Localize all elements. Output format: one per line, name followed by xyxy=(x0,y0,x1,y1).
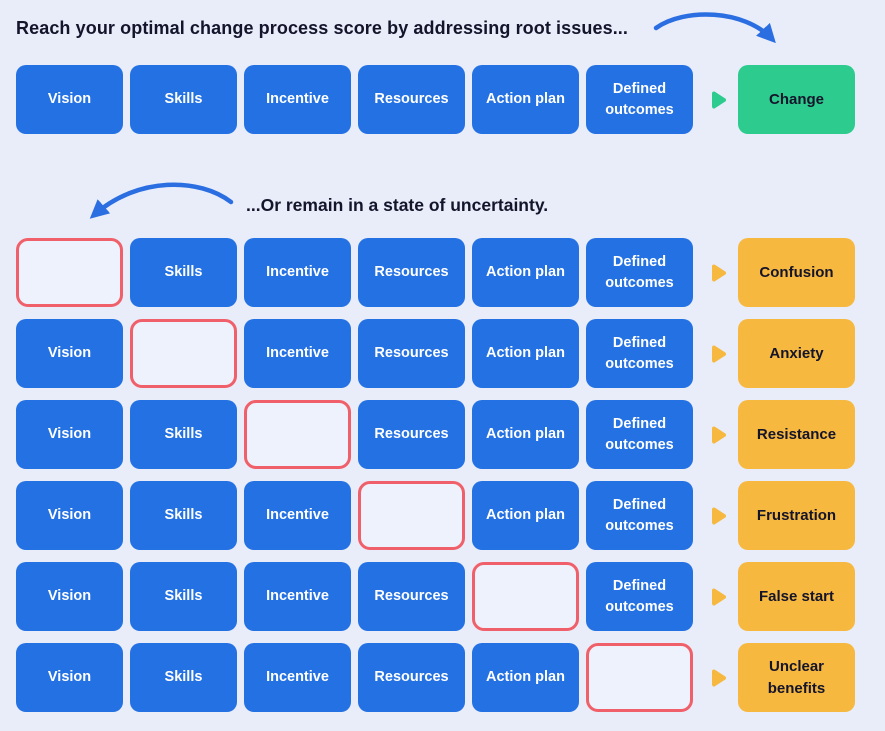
component-box-action-plan: Action plan xyxy=(472,319,579,388)
component-box-incentive: Incentive xyxy=(244,319,351,388)
component-box-defined-outcomes: Defined outcomes xyxy=(586,562,693,631)
component-box-defined-outcomes: Defined outcomes xyxy=(586,238,693,307)
component-box-resources: Resources xyxy=(358,562,465,631)
component-box-defined-outcomes: Defined outcomes xyxy=(586,481,693,550)
component-box-incentive: Incentive xyxy=(244,238,351,307)
missing-component-box xyxy=(472,562,579,631)
component-box-vision: Vision xyxy=(16,319,123,388)
component-box-action-plan: Action plan xyxy=(472,643,579,712)
component-box-defined-outcomes: Defined outcomes xyxy=(586,319,693,388)
component-box-defined-outcomes: Defined outcomes xyxy=(586,65,693,134)
component-box-action-plan: Action plan xyxy=(472,481,579,550)
component-box-resources: Resources xyxy=(358,65,465,134)
outcome-box-resistance: Resistance xyxy=(738,400,855,469)
outcome-box-false-start: False start xyxy=(738,562,855,631)
component-box-incentive: Incentive xyxy=(244,481,351,550)
curved-arrow-down-right-icon xyxy=(653,12,776,44)
missing-component-box xyxy=(130,319,237,388)
outcome-box-change: Change xyxy=(738,65,855,134)
chevron-right-icon xyxy=(700,65,738,134)
chevron-right-icon xyxy=(700,400,738,469)
outcome-box-unclear-benefits: Unclear benefits xyxy=(738,643,855,712)
component-box-vision: Vision xyxy=(16,65,123,134)
component-box-vision: Vision xyxy=(16,643,123,712)
component-box-incentive: Incentive xyxy=(244,643,351,712)
missing-component-box xyxy=(16,238,123,307)
component-box-resources: Resources xyxy=(358,643,465,712)
component-box-incentive: Incentive xyxy=(244,562,351,631)
component-box-skills: Skills xyxy=(130,643,237,712)
outcome-box-confusion: Confusion xyxy=(738,238,855,307)
chevron-right-icon xyxy=(700,319,738,388)
outcome-box-frustration: Frustration xyxy=(738,481,855,550)
component-box-resources: Resources xyxy=(358,319,465,388)
component-box-vision: Vision xyxy=(16,562,123,631)
success-title: Reach your optimal change process score … xyxy=(16,18,628,38)
component-box-skills: Skills xyxy=(130,238,237,307)
failure-title: ...Or remain in a state of uncertainty. xyxy=(246,195,549,215)
component-box-defined-outcomes: Defined outcomes xyxy=(586,400,693,469)
missing-component-box xyxy=(358,481,465,550)
missing-component-box xyxy=(244,400,351,469)
curved-arrow-down-left-icon xyxy=(89,182,234,219)
component-box-skills: Skills xyxy=(130,65,237,134)
component-box-skills: Skills xyxy=(130,562,237,631)
missing-component-box xyxy=(586,643,693,712)
component-box-resources: Resources xyxy=(358,238,465,307)
component-box-vision: Vision xyxy=(16,400,123,469)
component-box-incentive: Incentive xyxy=(244,65,351,134)
component-box-action-plan: Action plan xyxy=(472,238,579,307)
component-box-skills: Skills xyxy=(130,481,237,550)
chevron-right-icon xyxy=(700,562,738,631)
component-box-skills: Skills xyxy=(130,400,237,469)
component-box-action-plan: Action plan xyxy=(472,65,579,134)
outcome-box-anxiety: Anxiety xyxy=(738,319,855,388)
component-box-vision: Vision xyxy=(16,481,123,550)
chevron-right-icon xyxy=(700,238,738,307)
chevron-right-icon xyxy=(700,481,738,550)
component-box-action-plan: Action plan xyxy=(472,400,579,469)
chevron-right-icon xyxy=(700,643,738,712)
component-box-resources: Resources xyxy=(358,400,465,469)
